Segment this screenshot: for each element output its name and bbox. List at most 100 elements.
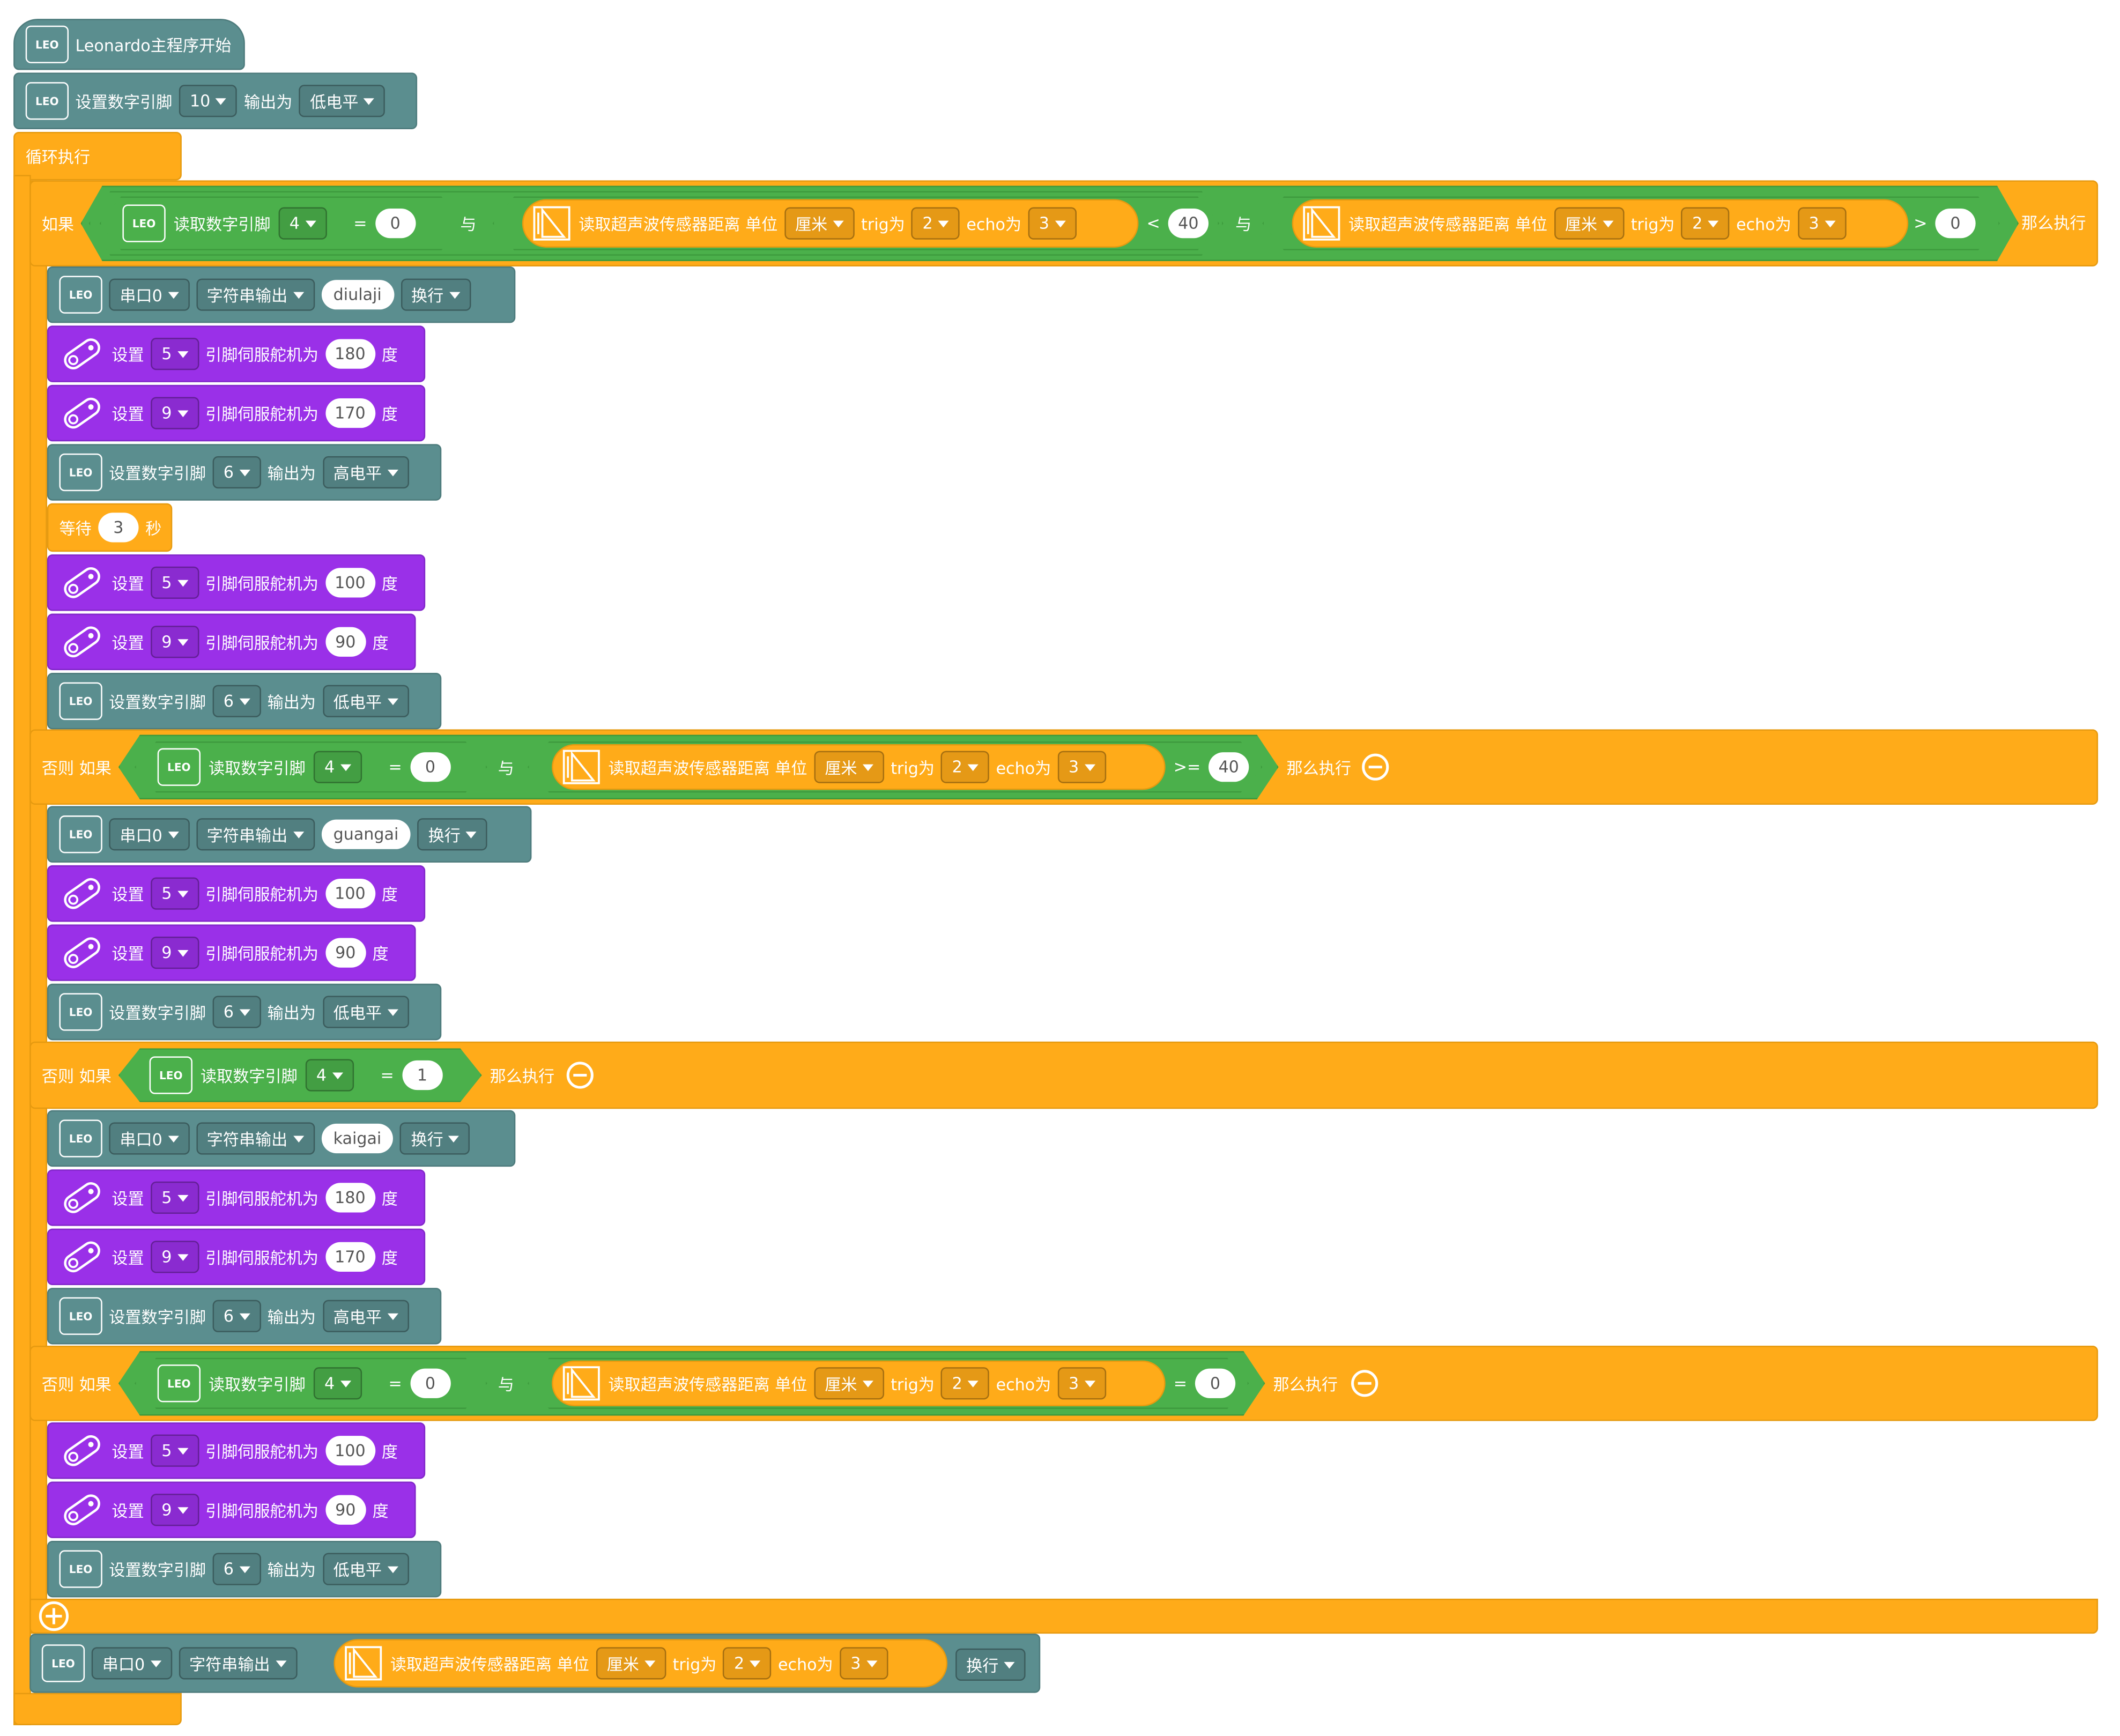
trig-dropdown[interactable]: 2 bbox=[723, 1647, 772, 1680]
trig-dropdown[interactable]: 2 bbox=[1681, 207, 1730, 240]
pin-dropdown[interactable]: 6 bbox=[212, 1553, 261, 1585]
level-dropdown[interactable]: 低电平 bbox=[322, 685, 409, 717]
message-input[interactable]: diulaji bbox=[321, 280, 394, 310]
set-digital-pin-block[interactable]: LEO 设置数字引脚 6 输出为 低电平 bbox=[47, 983, 442, 1041]
compare-pin-equals[interactable]: LEO 读取数字引脚 4 = 0 bbox=[100, 196, 463, 250]
pin-dropdown[interactable]: 6 bbox=[212, 456, 261, 489]
compare-pin-equals[interactable]: LEO 读取数字引脚 4 = 0 bbox=[135, 741, 487, 792]
message-input[interactable]: kaigai bbox=[321, 1123, 394, 1154]
servo-pin-dropdown[interactable]: 5 bbox=[151, 1434, 199, 1467]
set-digital-pin-block[interactable]: LEO 设置数字引脚 6 输出为 高电平 bbox=[47, 1288, 442, 1345]
newline-dropdown[interactable]: 换行 bbox=[955, 1648, 1026, 1681]
servo-block[interactable]: 设置 5 引脚伺服舵机为 180 度 bbox=[47, 325, 426, 382]
pin-dropdown[interactable]: 6 bbox=[212, 1300, 261, 1332]
angle-input[interactable]: 170 bbox=[325, 398, 375, 428]
pin-dropdown[interactable]: 4 bbox=[306, 1059, 353, 1091]
unit-dropdown[interactable]: 厘米 bbox=[1554, 207, 1625, 240]
servo-pin-dropdown[interactable]: 9 bbox=[151, 626, 199, 658]
newline-dropdown[interactable]: 换行 bbox=[400, 278, 471, 311]
distance-value-input[interactable]: 0 bbox=[1935, 209, 1976, 239]
trig-dropdown[interactable]: 2 bbox=[941, 1367, 990, 1400]
minus-icon[interactable] bbox=[566, 1062, 594, 1089]
compare-pin-equals[interactable]: LEO 读取数字引脚 4 = 1 bbox=[118, 1048, 482, 1102]
distance-value-input[interactable]: 40 bbox=[1208, 752, 1249, 782]
servo-block[interactable]: 设置 9 引脚伺服舵机为 90 度 bbox=[47, 1481, 416, 1538]
compare-pin-equals[interactable]: LEO 读取数字引脚 4 = 0 bbox=[135, 1358, 487, 1409]
angle-input[interactable]: 90 bbox=[325, 1495, 366, 1525]
serial-port-dropdown[interactable]: 串口0 bbox=[109, 818, 190, 851]
output-mode-dropdown[interactable]: 字符串输出 bbox=[196, 818, 315, 851]
angle-input[interactable]: 100 bbox=[325, 568, 375, 598]
servo-pin-dropdown[interactable]: 9 bbox=[151, 397, 199, 429]
servo-pin-dropdown[interactable]: 5 bbox=[151, 1181, 199, 1214]
distance-value-input[interactable]: 40 bbox=[1168, 209, 1209, 239]
set-digital-pin-block[interactable]: LEO 设置数字引脚 6 输出为 高电平 bbox=[47, 444, 442, 501]
pin-value-input[interactable]: 0 bbox=[410, 752, 450, 782]
servo-pin-dropdown[interactable]: 5 bbox=[151, 338, 199, 370]
servo-block[interactable]: 设置 9 引脚伺服舵机为 170 度 bbox=[47, 1228, 426, 1286]
newline-dropdown[interactable]: 换行 bbox=[400, 1122, 471, 1155]
serial-port-dropdown[interactable]: 串口0 bbox=[109, 1122, 190, 1155]
echo-dropdown[interactable]: 3 bbox=[1798, 207, 1846, 240]
wait-block[interactable]: 等待 3 秒 bbox=[47, 503, 173, 552]
level-dropdown[interactable]: 低电平 bbox=[322, 996, 409, 1028]
servo-block[interactable]: 设置 5 引脚伺服舵机为 100 度 bbox=[47, 554, 426, 611]
angle-input[interactable]: 170 bbox=[325, 1242, 375, 1272]
echo-dropdown[interactable]: 3 bbox=[840, 1647, 888, 1680]
loop-block[interactable]: 循环执行 bbox=[13, 131, 182, 181]
ultrasonic-reader[interactable]: 读取超声波传感器距离 单位 厘米 trig为 2 echo为 3 bbox=[552, 1360, 1166, 1406]
angle-input[interactable]: 180 bbox=[325, 1183, 375, 1213]
ultrasonic-reader[interactable]: 读取超声波传感器距离 单位 厘米 trig为 2 echo为 3 bbox=[333, 1639, 948, 1688]
angle-input[interactable]: 90 bbox=[325, 938, 366, 968]
level-dropdown[interactable]: 高电平 bbox=[322, 456, 409, 489]
echo-dropdown[interactable]: 3 bbox=[1028, 207, 1077, 240]
output-mode-dropdown[interactable]: 字符串输出 bbox=[178, 1647, 297, 1680]
unit-dropdown[interactable]: 厘米 bbox=[784, 207, 855, 240]
angle-input[interactable]: 100 bbox=[325, 879, 375, 909]
wait-seconds-input[interactable]: 3 bbox=[98, 513, 139, 543]
servo-block[interactable]: 设置 9 引脚伺服舵机为 90 度 bbox=[47, 613, 416, 670]
servo-block[interactable]: 设置 5 引脚伺服舵机为 180 度 bbox=[47, 1169, 426, 1226]
minus-icon[interactable] bbox=[1351, 1370, 1378, 1397]
trig-dropdown[interactable]: 2 bbox=[911, 207, 960, 240]
set-digital-pin-block[interactable]: LEO 设置数字引脚 6 输出为 低电平 bbox=[47, 673, 442, 730]
pin-dropdown[interactable]: 6 bbox=[212, 996, 261, 1028]
serial-port-dropdown[interactable]: 串口0 bbox=[109, 278, 190, 311]
level-dropdown[interactable]: 高电平 bbox=[322, 1300, 409, 1332]
servo-block[interactable]: 设置 9 引脚伺服舵机为 90 度 bbox=[47, 924, 416, 981]
servo-pin-dropdown[interactable]: 9 bbox=[151, 1241, 199, 1273]
minus-icon[interactable] bbox=[1362, 753, 1389, 781]
output-mode-dropdown[interactable]: 字符串输出 bbox=[196, 1122, 315, 1155]
newline-dropdown[interactable]: 换行 bbox=[417, 818, 488, 851]
output-mode-dropdown[interactable]: 字符串输出 bbox=[196, 278, 315, 311]
set-digital-pin-block[interactable]: LEO 设置数字引脚 6 输出为 低电平 bbox=[47, 1540, 442, 1598]
pin-dropdown[interactable]: 10 bbox=[179, 85, 238, 117]
serial-print-block[interactable]: LEO 串口0 字符串输出 guangai 换行 bbox=[47, 806, 532, 863]
distance-value-input[interactable]: 0 bbox=[1195, 1368, 1236, 1398]
pin-dropdown[interactable]: 6 bbox=[212, 685, 261, 717]
servo-block[interactable]: 设置 5 引脚伺服舵机为 100 度 bbox=[47, 865, 426, 922]
trig-dropdown[interactable]: 2 bbox=[941, 751, 990, 783]
unit-dropdown[interactable]: 厘米 bbox=[596, 1647, 666, 1680]
servo-block[interactable]: 设置 5 引脚伺服舵机为 100 度 bbox=[47, 1422, 426, 1479]
unit-dropdown[interactable]: 厘米 bbox=[814, 1367, 884, 1400]
serial-print-block[interactable]: LEO 串口0 字符串输出 kaigai 换行 bbox=[47, 1110, 516, 1167]
plus-icon[interactable] bbox=[39, 1601, 69, 1631]
serial-print-block[interactable]: LEO 串口0 字符串输出 diulaji 换行 bbox=[47, 266, 516, 323]
pin-dropdown[interactable]: 4 bbox=[314, 1367, 361, 1399]
ultrasonic-reader[interactable]: 读取超声波传感器距离 单位 厘米 trig为 2 echo为 3 bbox=[522, 199, 1139, 248]
echo-dropdown[interactable]: 3 bbox=[1057, 751, 1106, 783]
servo-pin-dropdown[interactable]: 5 bbox=[151, 877, 199, 910]
echo-dropdown[interactable]: 3 bbox=[1057, 1367, 1106, 1400]
unit-dropdown[interactable]: 厘米 bbox=[814, 751, 884, 783]
servo-pin-dropdown[interactable]: 9 bbox=[151, 1494, 199, 1526]
start-hat-block[interactable]: LEO Leonardo主程序开始 bbox=[13, 19, 245, 70]
pin-value-input[interactable]: 0 bbox=[410, 1369, 450, 1398]
level-dropdown[interactable]: 低电平 bbox=[322, 1553, 409, 1585]
level-dropdown[interactable]: 低电平 bbox=[299, 85, 386, 117]
ultrasonic-reader[interactable]: 读取超声波传感器距离 单位 厘米 trig为 2 echo为 3 bbox=[552, 744, 1166, 790]
pin-value-input[interactable]: 0 bbox=[375, 209, 416, 238]
angle-input[interactable]: 90 bbox=[325, 627, 366, 657]
serial-port-dropdown[interactable]: 串口0 bbox=[91, 1647, 172, 1680]
pin-dropdown[interactable]: 4 bbox=[314, 751, 361, 783]
